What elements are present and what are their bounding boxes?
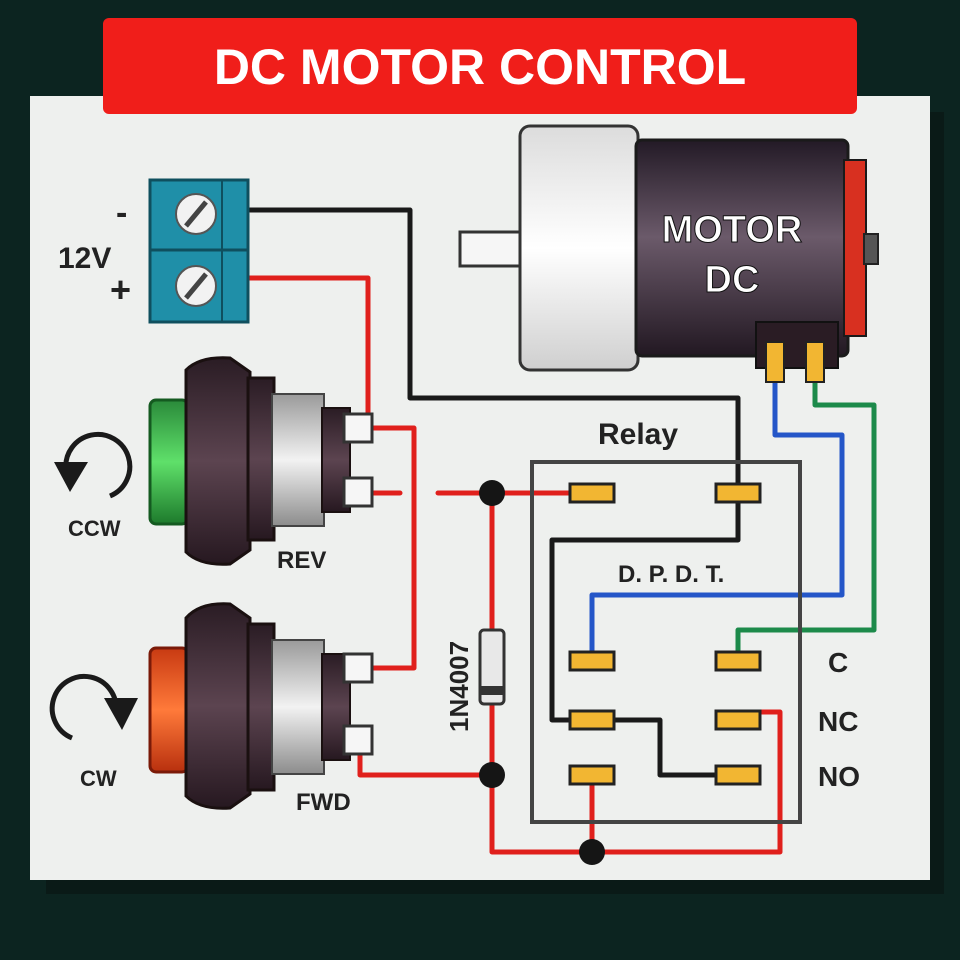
motor-label-line1: MOTOR <box>662 209 803 251</box>
motor-rear-shaft <box>863 233 879 265</box>
fwd-terminal <box>342 724 374 756</box>
screw-slot <box>184 272 208 300</box>
screw-slot <box>184 200 208 228</box>
relay-type-label: D. P. D. T. <box>618 561 724 588</box>
red-wire-no <box>589 709 783 855</box>
counter-clockwise-arrow-icon <box>54 431 133 499</box>
rev-terminal <box>342 412 374 444</box>
minus-sign: - <box>116 194 127 232</box>
diode-label: 1N4007 <box>444 641 474 732</box>
junction-dot <box>479 762 505 788</box>
pin-label-nc: NC <box>818 706 858 737</box>
wires <box>245 207 877 855</box>
relay-coil-pin <box>714 482 762 504</box>
button-bezel <box>184 602 252 810</box>
motor-terminal <box>805 341 825 383</box>
button-bezel <box>184 356 252 566</box>
relay-common-pin <box>714 650 762 672</box>
ccw-label: CCW <box>68 516 121 541</box>
relay-outline <box>530 460 802 824</box>
relay-coil-pin <box>568 482 616 504</box>
green-wire <box>735 375 877 663</box>
title-banner <box>103 18 857 114</box>
button-thread <box>271 393 325 527</box>
power-terminal-block <box>148 178 250 324</box>
motor-terminal <box>765 341 785 383</box>
motor-end-cap <box>518 124 640 372</box>
rev-terminal <box>342 476 374 508</box>
clockwise-arrow-icon <box>49 673 138 741</box>
relay-nc-pin <box>568 709 616 731</box>
pin-label-c: C <box>828 647 848 678</box>
motor-rear-cap <box>843 159 867 337</box>
red-wire-positive <box>245 275 417 671</box>
junction-dot <box>479 480 505 506</box>
page-title: DC MOTOR CONTROL <box>214 39 746 95</box>
fwd-label: FWD <box>296 789 351 816</box>
red-wire-diode <box>489 490 595 855</box>
relay-common-pin <box>568 650 616 672</box>
plus-sign: + <box>110 269 131 310</box>
blue-wire <box>589 375 845 663</box>
green-button-cap <box>148 398 190 526</box>
fwd-terminal <box>342 652 374 684</box>
diode-1n4007 <box>478 628 506 706</box>
junction-dot <box>579 839 605 865</box>
cw-label: CW <box>80 766 117 791</box>
relay-label: Relay <box>598 418 678 451</box>
button-thread <box>271 639 325 775</box>
fwd-push-button <box>148 602 374 810</box>
relay-no-pin <box>568 764 616 786</box>
relay-no-pin <box>714 764 762 786</box>
black-wire-nc <box>589 717 741 778</box>
motor-label-line2: DC <box>705 259 760 301</box>
relay-nc-pin <box>714 709 762 731</box>
rev-push-button <box>148 356 374 566</box>
voltage-label: 12V <box>58 242 111 275</box>
motor-shaft <box>458 230 528 268</box>
relay-contacts <box>568 482 762 786</box>
red-button-cap <box>148 646 190 774</box>
dc-motor: MOTOR DC <box>458 124 879 383</box>
rev-label: REV <box>277 547 326 574</box>
pin-label-no: NO <box>818 761 860 792</box>
